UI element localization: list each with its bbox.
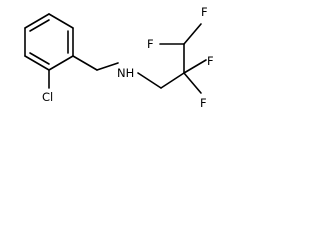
- ring-double-bond-bottom-left: [29, 52, 50, 65]
- fluorine-top-right-label: F: [201, 5, 208, 19]
- molecule-diagram: Cl NH F F F F: [24, 5, 214, 110]
- bond-ch2-to-cf2: [160, 72, 185, 89]
- structure-canvas: Cl NH F F F F: [0, 0, 253, 146]
- ring-double-bond-top: [29, 19, 50, 32]
- amine-label: NH: [117, 66, 134, 80]
- fluorine-right-label: F: [207, 54, 214, 68]
- bond-ch2-to-nh: [96, 62, 119, 71]
- bond-nh-to-ch2: [137, 72, 162, 89]
- fluorine-bottom-label: F: [200, 96, 207, 110]
- ring-bond-bottom-right: [48, 55, 74, 71]
- bond-cf2-to-f-bottom: [183, 72, 202, 94]
- fluorine-top-left-label: F: [147, 37, 154, 51]
- bond-ring-to-ch2: [72, 55, 98, 71]
- ring-bond-top-right: [48, 13, 74, 29]
- bond-cf2-to-f-right: [183, 59, 207, 74]
- benzene-ring: [24, 13, 74, 71]
- ring-bond-bottom-left: [24, 55, 50, 71]
- chlorine-label: Cl: [42, 90, 53, 104]
- ring-bond-top-left: [24, 13, 50, 29]
- bond-chf2-to-f-right: [183, 23, 202, 45]
